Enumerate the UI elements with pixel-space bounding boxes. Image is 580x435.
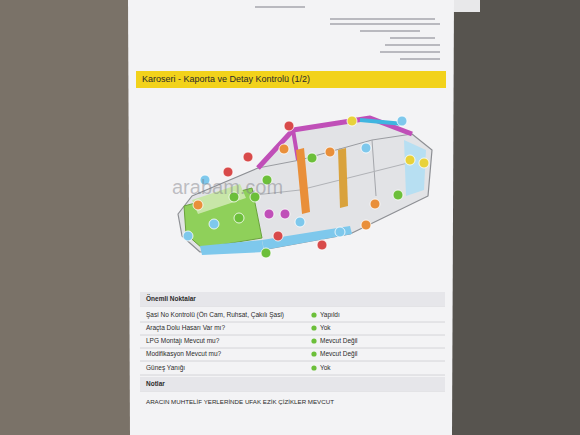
table-cell: Mevcut Değil xyxy=(320,337,358,344)
watermark: arabam.com xyxy=(172,176,283,199)
note-text: ARACIN MUHTELİF YERLERİNDE UFAK EZİK ÇİZ… xyxy=(146,398,334,405)
paper-sheet xyxy=(128,0,454,435)
section-heading: Önemli Noktalar xyxy=(146,295,196,302)
table-cell: Güneş Yanığı xyxy=(146,364,185,371)
section-heading: Notlar xyxy=(146,380,165,387)
table-cell: Şasi No Kontrolü (Ön Cam, Ruhsat, Çakılı… xyxy=(146,311,284,318)
table-rules xyxy=(140,306,445,391)
table-cell: Yok xyxy=(320,324,331,331)
section-title: Karoseri - Kaporta ve Detay Kontrolü (1/… xyxy=(142,74,310,84)
header-print xyxy=(255,6,440,60)
table-cell: Yapıldı xyxy=(320,311,340,318)
table-cell: Modifikasyon Mevcut mu? xyxy=(146,350,221,357)
title-band xyxy=(136,71,446,88)
table-cell: Yok xyxy=(320,364,331,371)
status-dot xyxy=(311,312,316,370)
table-cell: Araçta Dolu Hasarı Var mı? xyxy=(146,324,225,331)
table-cell: Mevcut Değil xyxy=(320,350,358,357)
table-cell: LPG Montajı Mevcut mu? xyxy=(146,337,219,344)
